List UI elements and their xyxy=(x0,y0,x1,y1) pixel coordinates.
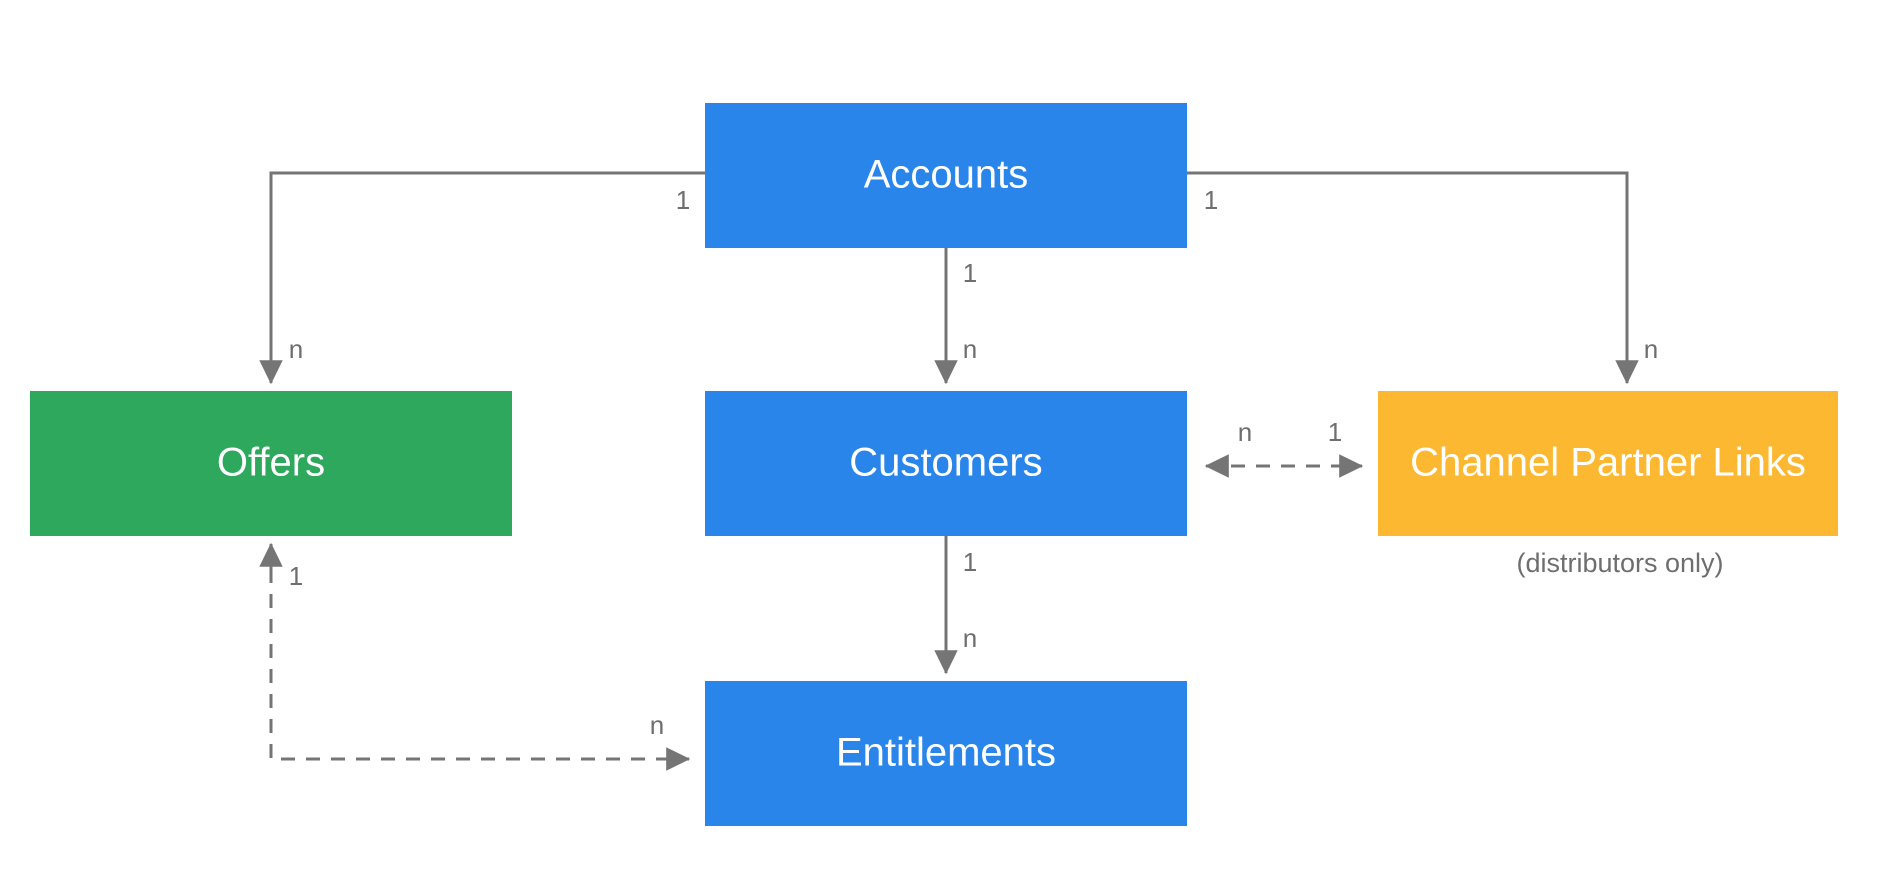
edge-customers-channel-partner-links: n 1 xyxy=(1204,417,1364,478)
edge-accounts-channel-partner-links: 1 n xyxy=(1187,171,1658,385)
edge-accounts-customers: 1 n xyxy=(934,248,977,385)
edge-offers-entitlements: 1 n xyxy=(259,542,691,771)
edge-label-accounts-customers-target: n xyxy=(963,334,977,364)
edge-label-accounts-cpl-source: 1 xyxy=(1204,185,1218,215)
node-offers-rect[interactable] xyxy=(30,391,512,536)
edge-label-offers-entitlements-entitlements-side: n xyxy=(650,710,664,740)
node-entitlements[interactable]: Entitlements xyxy=(705,681,1187,826)
edge-label-customers-cpl-right: 1 xyxy=(1328,417,1342,447)
node-accounts-label: Accounts xyxy=(864,153,1029,197)
node-customers-label: Customers xyxy=(849,441,1042,485)
node-offers-label: Offers xyxy=(217,441,325,485)
edge-accounts-offers: 1 n xyxy=(259,171,705,385)
edge-label-accounts-offers-target: n xyxy=(289,334,303,364)
node-channel-partner-links-label: Channel Partner Links xyxy=(1410,441,1806,485)
node-accounts[interactable]: Accounts xyxy=(705,103,1187,248)
edge-label-customers-entitlements-target: n xyxy=(963,623,977,653)
node-accounts-rect[interactable] xyxy=(705,103,1187,248)
edge-customers-entitlements: 1 n xyxy=(934,536,977,675)
node-entitlements-label: Entitlements xyxy=(836,731,1056,775)
edge-label-offers-entitlements-offers-side: 1 xyxy=(289,561,303,591)
edge-label-customers-cpl-left: n xyxy=(1238,417,1252,447)
note-distributors-only: (distributors only) xyxy=(1516,548,1723,578)
node-channel-partner-links-rect[interactable] xyxy=(1378,391,1838,536)
node-customers[interactable]: Customers xyxy=(705,391,1187,536)
edge-label-accounts-offers-source: 1 xyxy=(676,185,690,215)
edge-label-customers-entitlements-source: 1 xyxy=(963,547,977,577)
node-channel-partner-links[interactable]: Channel Partner Links xyxy=(1378,391,1838,536)
node-customers-rect[interactable] xyxy=(705,391,1187,536)
node-entitlements-rect[interactable] xyxy=(705,681,1187,826)
node-offers[interactable]: Offers xyxy=(30,391,512,536)
edge-label-accounts-customers-source: 1 xyxy=(963,258,977,288)
edge-label-accounts-cpl-target: n xyxy=(1644,334,1658,364)
